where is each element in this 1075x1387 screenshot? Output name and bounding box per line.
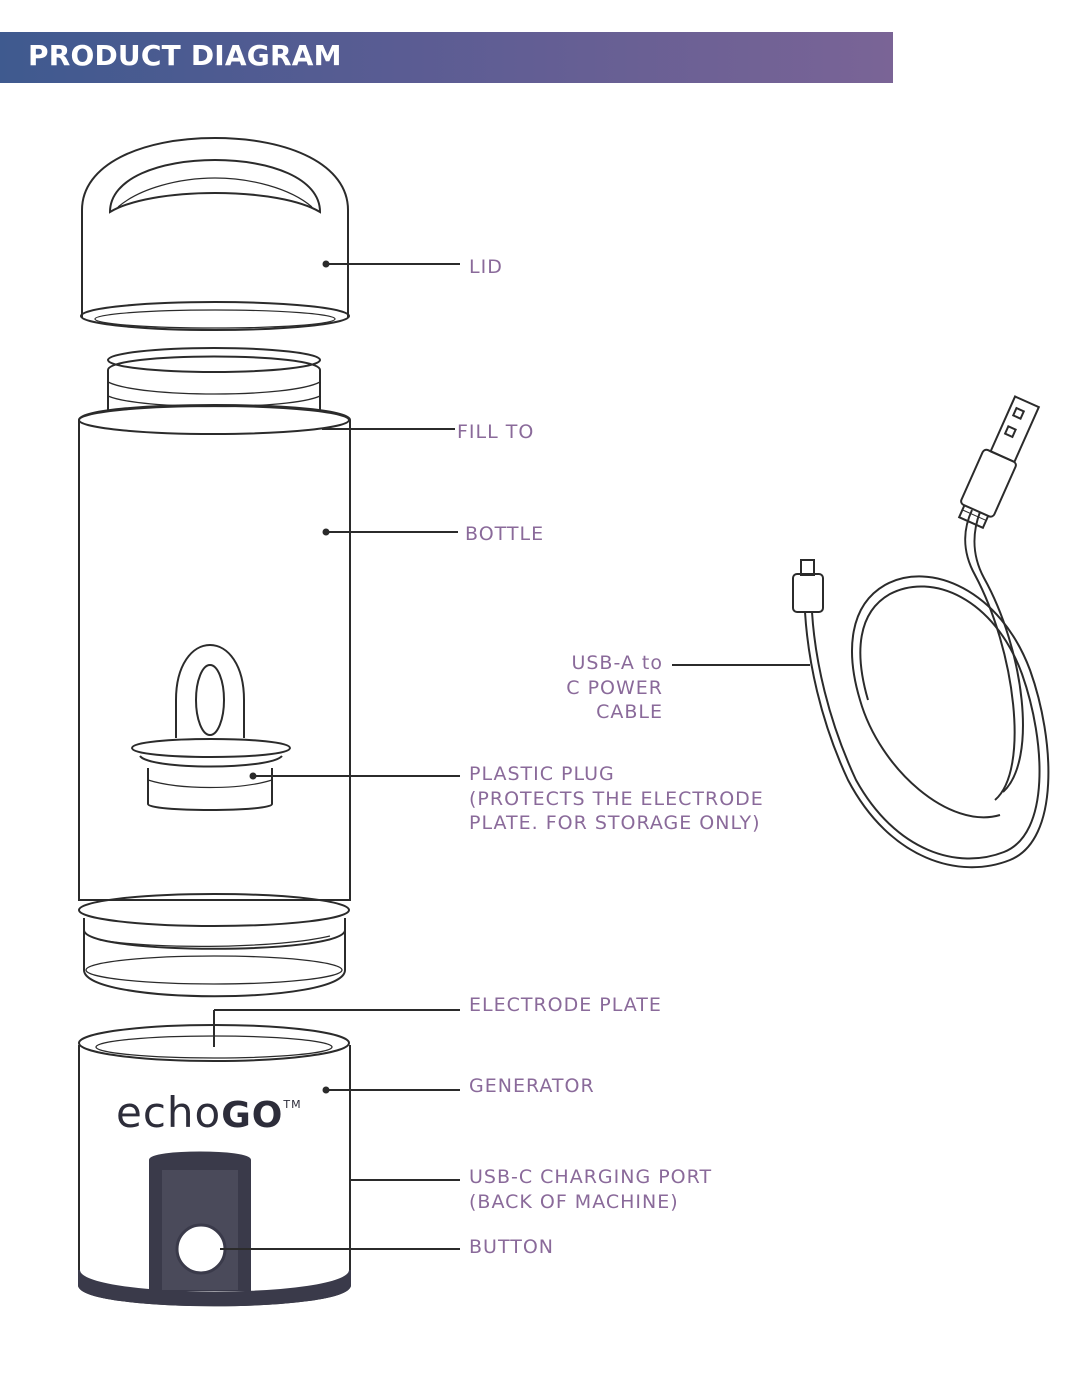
label-cable-2: C POWER [566,677,663,699]
header-banner: PRODUCT DIAGRAM [0,32,893,83]
label-plug-1: PLASTIC PLUG [469,763,615,785]
leader-lines [213,260,810,1250]
label-plug-2: (PROTECTS THE ELECTRODE [469,788,764,810]
usb-cable-part [792,395,1050,869]
label-lid: LID [469,256,503,278]
label-fill-to: FILL TO [457,421,535,443]
label-port-2: (BACK OF MACHINE) [469,1191,679,1213]
label-cable-1: USB-A to [571,652,663,674]
label-plug-3: PLATE. FOR STORAGE ONLY) [469,812,761,834]
label-port-1: USB-C CHARGING PORT [469,1166,713,1188]
lid-part [80,136,350,331]
label-bottle: BOTTLE [465,523,545,545]
label-cable-3: CABLE [596,701,663,723]
page-title: PRODUCT DIAGRAM [28,39,342,72]
echogo-logo: echoGOTM [116,1088,302,1137]
label-button: BUTTON [469,1236,554,1258]
generator-part [78,1024,351,1307]
label-generator: GENERATOR [469,1075,595,1097]
plastic-plug-part [130,643,292,811]
bottle-part [78,347,351,998]
label-electrode: ELECTRODE PLATE [469,994,662,1016]
